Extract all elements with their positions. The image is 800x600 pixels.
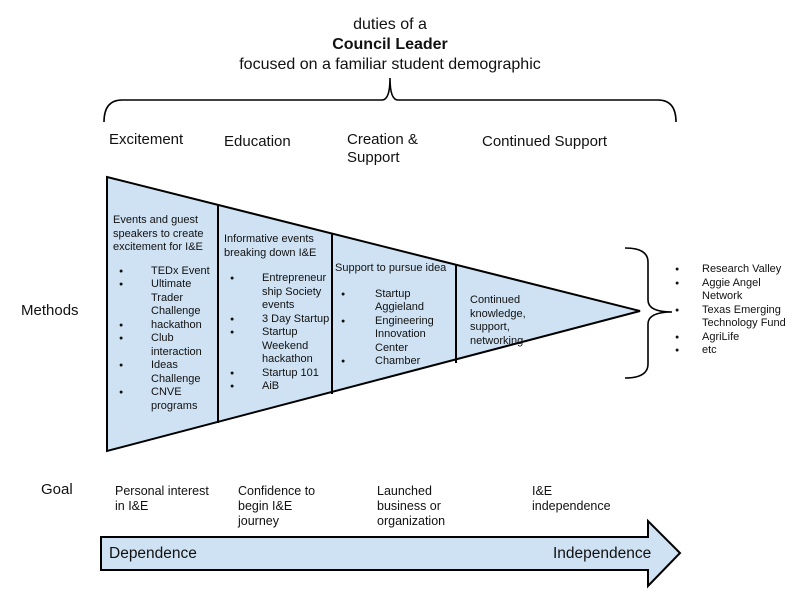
- diagram-title: duties of a Council Leader focused on a …: [0, 15, 780, 75]
- resources-list: Research Valley Aggie Angel Network Texa…: [672, 263, 797, 358]
- row-label-goal: Goal: [41, 481, 73, 498]
- row-label-methods: Methods: [21, 302, 79, 319]
- funnel-cell-continued-support: Continued knowledge, support, networking: [470, 294, 532, 348]
- list-item: Entrepreneur ship Society events: [224, 272, 332, 313]
- cell-intro: Events and guest speakers to create exci…: [113, 214, 204, 253]
- list-item: hackathon: [113, 319, 216, 333]
- arrow-label-dependence: Dependence: [109, 545, 197, 562]
- list-item: Research Valley: [672, 263, 797, 277]
- title-line-3: focused on a familiar student demographi…: [239, 56, 541, 73]
- list-item: AgriLife: [672, 331, 797, 345]
- list-item: Startup 101: [224, 367, 332, 381]
- stage-label-excitement: Excitement: [109, 131, 184, 148]
- list-item: 3 Day Startup: [224, 313, 332, 327]
- goal-excitement: Personal interest in I&E: [115, 484, 209, 513]
- funnel-cell-creation-support: Support to pursue idea Startup Aggieland…: [335, 262, 455, 369]
- cell-intro: Informative events breaking down I&E: [224, 233, 317, 259]
- list-item: etc: [672, 344, 797, 358]
- list-item: Ultimate Trader Challenge: [113, 278, 216, 319]
- funnel-cell-education: Informative events breaking down I&E Ent…: [224, 233, 332, 394]
- list-item: Chamber: [335, 355, 455, 369]
- title-line-1: duties of a: [353, 16, 427, 33]
- list-item: AiB: [224, 380, 332, 394]
- stage-label-creation-support: Creation & Support: [347, 131, 418, 166]
- list-item: TEDx Event: [113, 265, 216, 279]
- list-item: Startup Aggieland: [335, 288, 455, 315]
- list-item: Ideas Challenge: [113, 359, 216, 386]
- progress-arrow-shape: [100, 518, 682, 589]
- goal-creation-support: Launched business or organization: [377, 484, 446, 528]
- list-item: Engineering Innovation Center: [335, 315, 455, 356]
- list-item: CNVE programs: [113, 386, 216, 413]
- cell-list: TEDx Event Ultimate Trader Challenge hac…: [113, 265, 216, 414]
- cell-intro: Continued knowledge, support, networking: [470, 294, 526, 347]
- list-item: Club interaction: [113, 332, 216, 359]
- stage-label-education: Education: [224, 133, 291, 150]
- stage-label-continued-support: Continued Support: [482, 133, 608, 150]
- list-item: Texas Emerging Technology Fund: [672, 304, 797, 331]
- list-item: Startup Weekend hackathon: [224, 326, 332, 367]
- cell-list: Startup Aggieland Engineering Innovation…: [335, 288, 455, 369]
- funnel-cell-excitement: Events and guest speakers to create exci…: [113, 214, 216, 413]
- title-line-2: Council Leader: [332, 36, 448, 53]
- top-brace: [103, 77, 677, 123]
- goal-continued-support: I&E independence: [532, 484, 611, 513]
- arrow-label-independence: Independence: [553, 545, 652, 562]
- cell-intro: Support to pursue idea: [335, 262, 447, 274]
- goal-education: Confidence to begin I&E journey: [238, 484, 316, 528]
- resources-items: Research Valley Aggie Angel Network Texa…: [672, 263, 797, 358]
- cell-list: Entrepreneur ship Society events 3 Day S…: [224, 272, 332, 394]
- list-item: Aggie Angel Network: [672, 277, 797, 304]
